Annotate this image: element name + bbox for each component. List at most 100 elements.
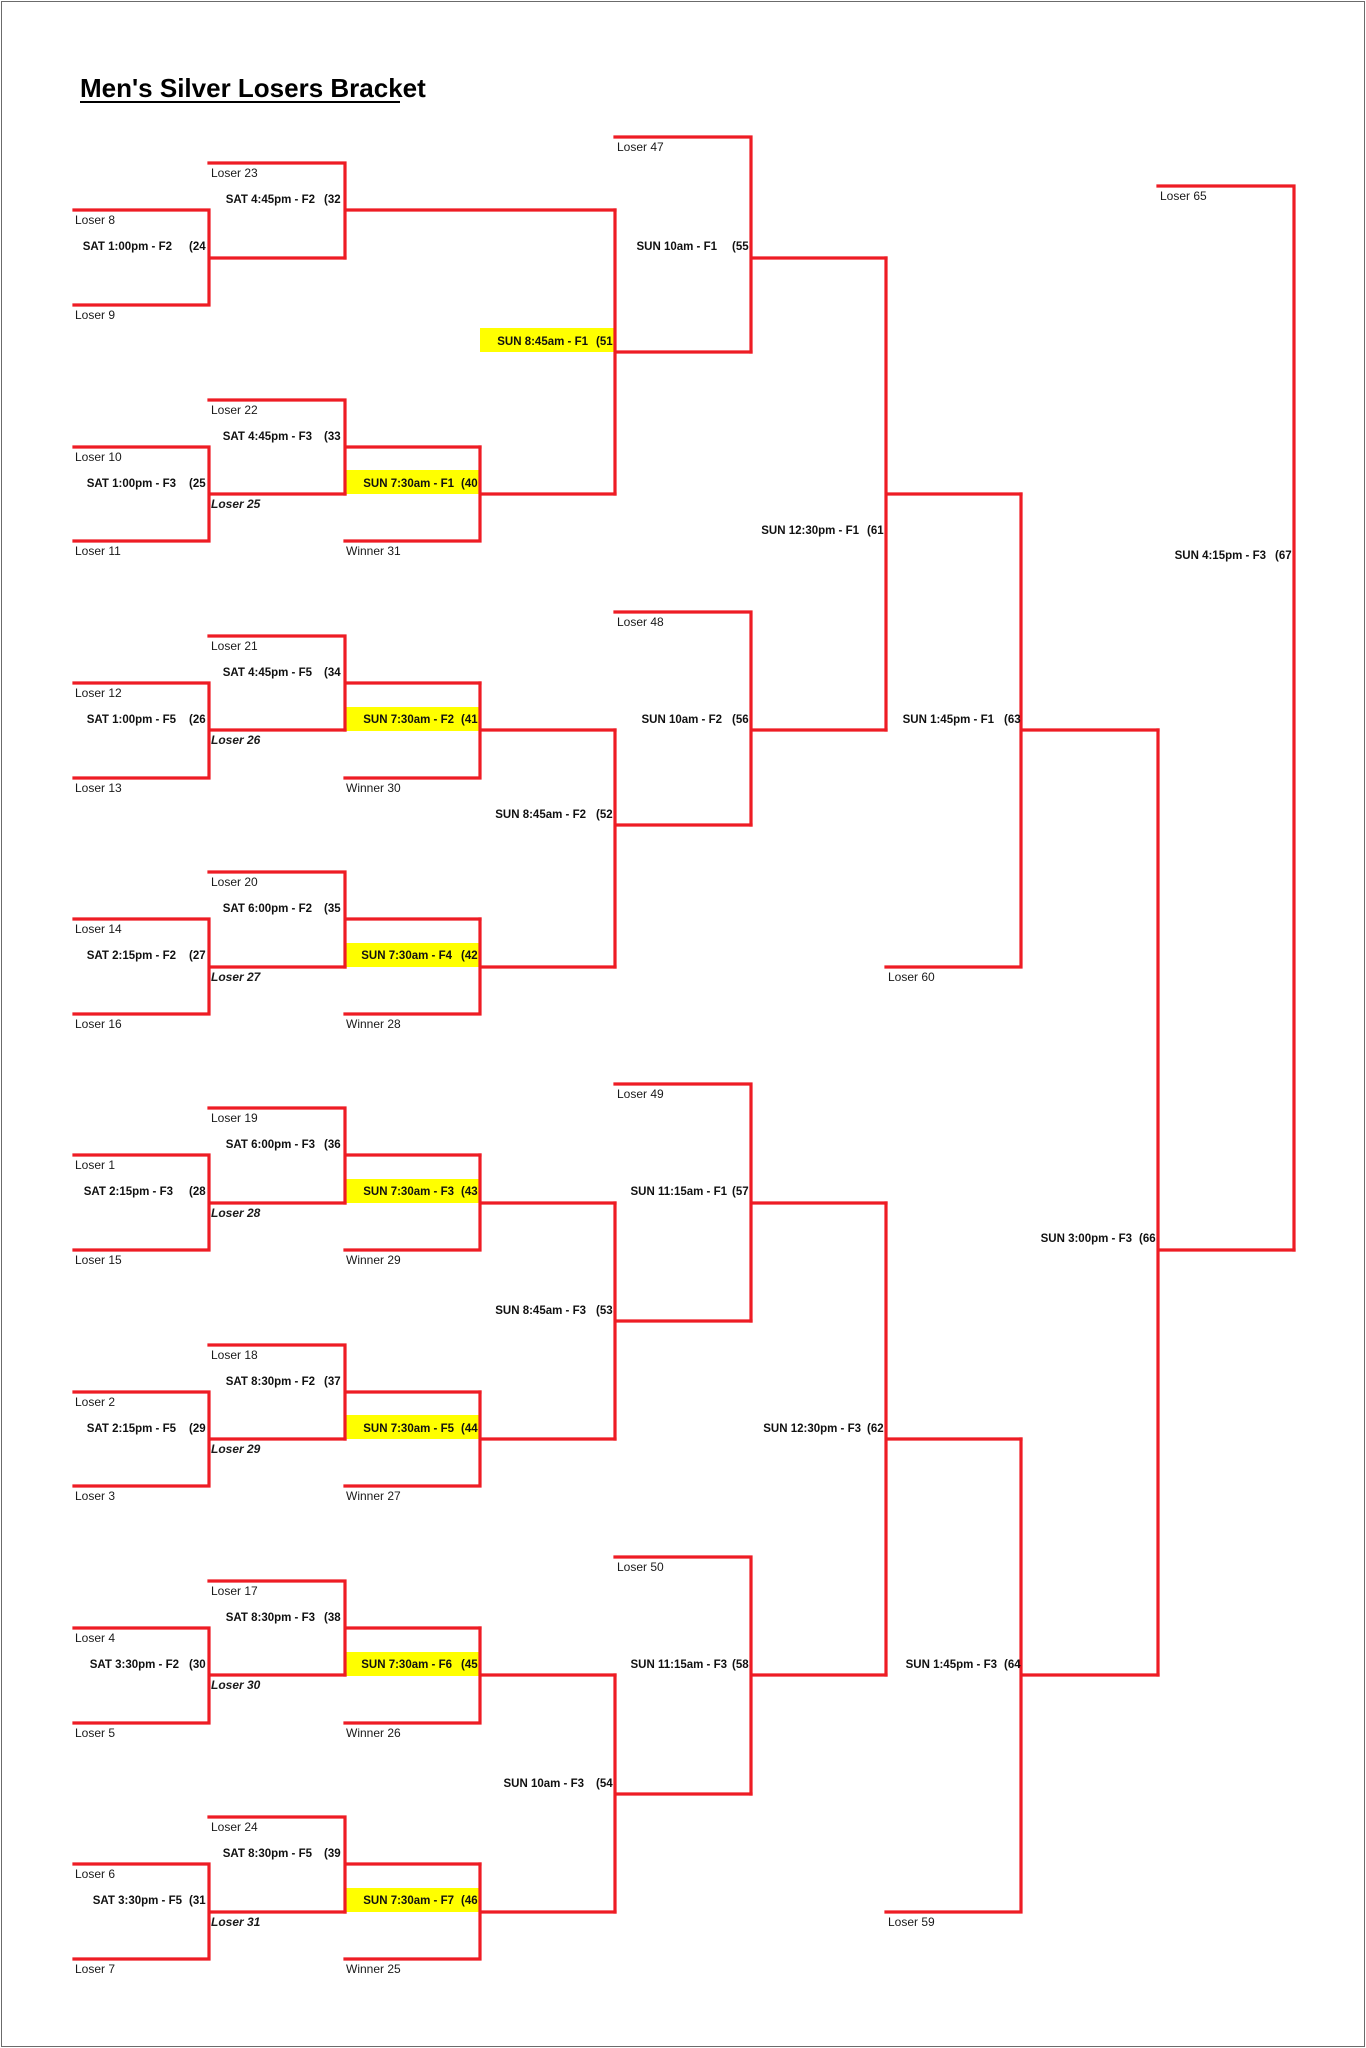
game-time-label: SUN 7:30am - F3 xyxy=(363,1186,454,1198)
bracket-line-g55 xyxy=(613,135,888,354)
seed-label: Loser 8 xyxy=(75,213,115,227)
bracket-line-g63 xyxy=(884,492,1160,969)
seed-label: Loser 6 xyxy=(75,1867,115,1881)
highlight-g43 xyxy=(345,1179,480,1203)
game-time-label: SAT 1:00pm - F3 xyxy=(87,478,176,490)
bracket-line-g52 xyxy=(613,728,753,969)
seed-label: Loser 23 xyxy=(211,166,258,180)
seed-label: Loser 15 xyxy=(75,1253,122,1267)
game-number-label: (62 xyxy=(867,1423,884,1435)
game-time-label: SAT 3:30pm - F5 xyxy=(93,1895,183,1907)
game-number-label: (28 xyxy=(189,1186,206,1198)
highlight-boxes xyxy=(345,328,614,1912)
seed-label: Winner 31 xyxy=(346,544,401,558)
highlight-g40 xyxy=(345,470,480,494)
highlight-g51 xyxy=(480,328,614,352)
game-number-label: (33 xyxy=(324,431,341,443)
bracket-line-g64 xyxy=(884,1437,1160,1914)
game-number-label: (57 xyxy=(732,1186,749,1198)
game-time-label: SAT 1:00pm - F5 xyxy=(87,714,177,726)
game-time-label: SUN 7:30am - F6 xyxy=(361,1659,452,1671)
game-number-label: (41 xyxy=(461,714,478,726)
advance-label: Loser 31 xyxy=(211,1915,261,1929)
game-number-label: (32 xyxy=(324,194,341,206)
game-time-label: SAT 4:45pm - F5 xyxy=(223,667,313,679)
bracket-line-g34 xyxy=(207,634,482,732)
bracket-line-g25 xyxy=(72,445,347,543)
seed-label: Loser 21 xyxy=(211,639,258,653)
bracket-line-g45 xyxy=(343,1626,617,1725)
game-number-label: (35 xyxy=(324,903,341,915)
seed-label: Loser 24 xyxy=(211,1820,258,1834)
advance-label: Loser 30 xyxy=(211,1678,261,1692)
highlight-g46 xyxy=(345,1888,480,1912)
seed-label: Loser 1 xyxy=(75,1158,115,1172)
game-time-label: SUN 1:45pm - F3 xyxy=(906,1659,997,1671)
game-number-label: (66 xyxy=(1139,1233,1156,1245)
game-time-label: SAT 4:45pm - F2 xyxy=(226,194,315,206)
game-number-label: (53 xyxy=(596,1305,613,1317)
seed-label: Loser 65 xyxy=(1160,189,1207,203)
bracket-line-g38 xyxy=(207,1579,482,1677)
bracket-line-g42 xyxy=(343,917,617,1016)
game-time-label: SUN 11:15am - F3 xyxy=(630,1659,727,1671)
bracket-lines xyxy=(72,135,1296,1961)
game-time-label: SUN 10am - F1 xyxy=(636,241,717,253)
game-time-label: SAT 1:00pm - F2 xyxy=(83,241,172,253)
seed-label: Loser 14 xyxy=(75,922,122,936)
bracket-line-g44 xyxy=(343,1390,617,1488)
seed-label: Loser 50 xyxy=(617,1560,664,1574)
seed-label: Loser 5 xyxy=(75,1726,115,1740)
game-time-label: SUN 8:45am - F2 xyxy=(495,809,586,821)
bracket-line-g24 xyxy=(72,208,347,307)
game-time-label: SAT 4:45pm - F3 xyxy=(223,431,312,443)
bracket-line-g29 xyxy=(72,1390,347,1488)
game-time-label: SUN 12:30pm - F3 xyxy=(763,1423,861,1435)
game-time-label: SAT 6:00pm - F3 xyxy=(226,1139,315,1151)
game-labels: SAT 1:00pm - F2 (24 SAT 1:00pm - F3 (25 … xyxy=(83,194,1292,1907)
game-number-label: (30 xyxy=(189,1659,206,1671)
game-number-label: (26 xyxy=(189,714,206,726)
seed-label: Loser 11 xyxy=(75,544,121,558)
bracket-line-g41 xyxy=(343,681,617,780)
seed-label: Loser 10 xyxy=(75,450,122,464)
game-number-label: (24 xyxy=(189,241,206,253)
game-number-label: (42 xyxy=(461,950,478,962)
game-time-label: SUN 10am - F3 xyxy=(503,1778,584,1790)
bracket-line-g43 xyxy=(343,1153,617,1252)
game-number-label: (40 xyxy=(461,478,478,490)
highlight-g45 xyxy=(345,1652,480,1676)
seed-label: Loser 2 xyxy=(75,1395,115,1409)
seed-label: Loser 17 xyxy=(211,1584,258,1598)
seed-label: Winner 27 xyxy=(346,1489,401,1503)
game-number-label: (52 xyxy=(596,809,613,821)
game-number-label: (58 xyxy=(732,1659,749,1671)
seed-label: Winner 28 xyxy=(346,1017,401,1031)
game-time-label: SUN 8:45am - F3 xyxy=(495,1305,586,1317)
bracket-line-g35 xyxy=(207,870,482,969)
game-time-label: SAT 6:00pm - F2 xyxy=(223,903,312,915)
advance-label: Loser 29 xyxy=(211,1442,261,1456)
advance-label: Loser 27 xyxy=(211,970,262,984)
bracket-line-g54 xyxy=(613,1673,753,1914)
game-number-label: (56 xyxy=(732,714,749,726)
game-time-label: SUN 12:30pm - F1 xyxy=(761,525,859,537)
game-time-label: SUN 11:15am - F1 xyxy=(630,1186,727,1198)
highlight-g41 xyxy=(345,707,480,731)
advance-label: Loser 26 xyxy=(211,733,261,747)
bracket-line-g26 xyxy=(72,681,347,780)
game-time-label: SUN 7:30am - F2 xyxy=(363,714,454,726)
seed-label: Loser 9 xyxy=(75,308,115,322)
game-time-label: SUN 10am - F2 xyxy=(641,714,722,726)
bracket-line-g37 xyxy=(207,1343,482,1441)
game-number-label: (67 xyxy=(1275,550,1292,562)
seed-label: Winner 25 xyxy=(346,1962,401,1976)
game-number-label: (39 xyxy=(324,1848,341,1860)
game-number-label: (64 xyxy=(1004,1659,1021,1671)
game-number-label: (34 xyxy=(324,667,341,679)
game-time-label: SUN 3:00pm - F3 xyxy=(1041,1233,1132,1245)
game-number-label: (37 xyxy=(324,1376,341,1388)
game-number-label: (44 xyxy=(461,1423,478,1435)
seed-label: Winner 30 xyxy=(346,781,401,795)
game-number-label: (51 xyxy=(596,336,613,348)
